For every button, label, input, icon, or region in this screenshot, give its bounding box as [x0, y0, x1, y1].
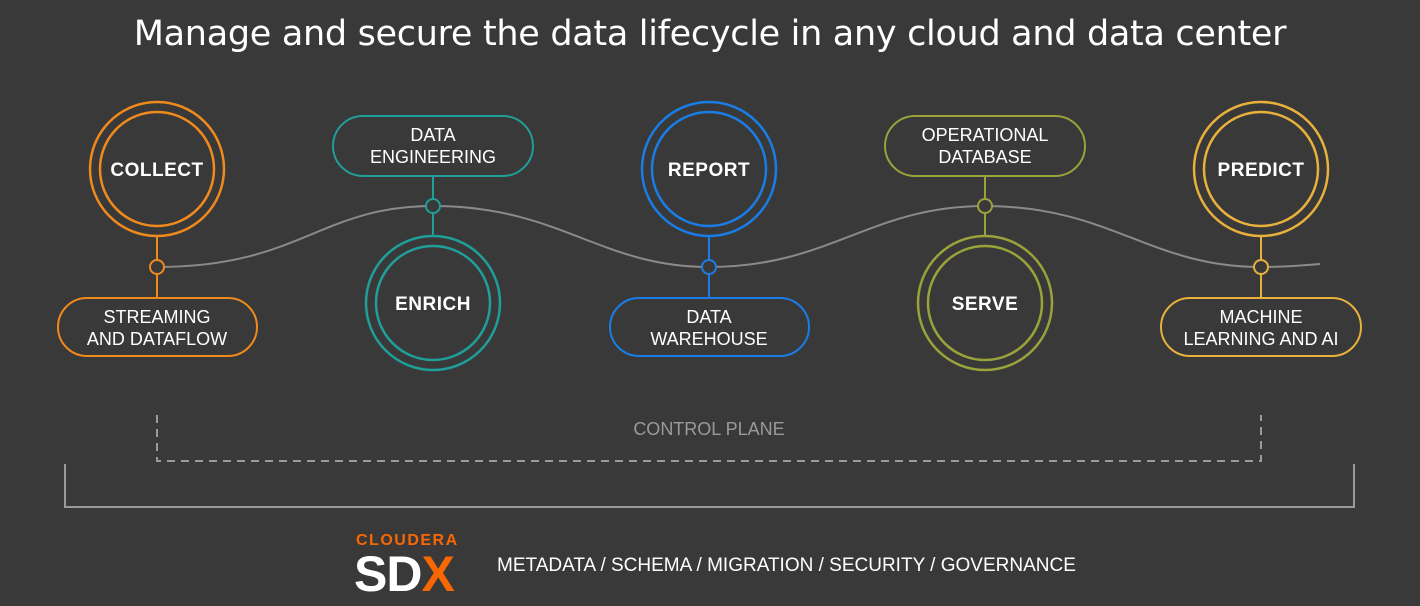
stage-collect: COLLECT STREAMING AND DATAFLOW — [57, 100, 258, 357]
enrich-outer-ring — [364, 234, 502, 372]
report-outer-ring — [640, 100, 778, 238]
collect-node — [149, 259, 165, 275]
collect-inner-ring — [98, 110, 216, 228]
report-pill-line-1: DATA — [686, 307, 731, 327]
sdx-bracket — [64, 464, 1355, 508]
enrich-inner-ring — [374, 244, 492, 362]
serve-pill — [884, 115, 1086, 177]
serve-pill-line-1: OPERATIONAL — [922, 125, 1049, 145]
predict-pill-line-2: LEARNING AND AI — [1183, 329, 1338, 349]
sdx-wordmark-accent: X — [421, 546, 454, 602]
serve-pill-line-2: DATABASE — [938, 147, 1031, 167]
cloudera-sdx-logo: CLOUDERA SDX — [354, 532, 486, 602]
enrich-pill-line-1: DATA — [410, 125, 455, 145]
sdx-services-list: METADATA / SCHEMA / MIGRATION / SECURITY… — [497, 555, 1076, 576]
enrich-pill — [332, 115, 534, 177]
serve-label: SERVE — [952, 294, 1019, 315]
cloudera-brand: CLOUDERA — [356, 532, 459, 549]
predict-outer-ring — [1192, 100, 1330, 238]
predict-pill-line-1: MACHINE — [1219, 307, 1302, 327]
collect-outer-ring — [88, 100, 226, 238]
predict-node — [1253, 259, 1269, 275]
report-node — [701, 259, 717, 275]
serve-node — [977, 198, 993, 214]
collect-label: COLLECT — [110, 160, 203, 181]
collect-pill-line-2: AND DATAFLOW — [87, 329, 227, 349]
collect-pill-line-1: STREAMING — [103, 307, 210, 327]
enrich-label: ENRICH — [395, 294, 471, 315]
lifecycle-wave — [156, 204, 1321, 269]
stage-enrich: DATA ENGINEERING ENRICH — [332, 115, 534, 372]
sdx-wordmark: SDX — [354, 546, 455, 602]
headline: Manage and secure the data lifecycle in … — [133, 14, 1287, 54]
serve-outer-ring — [916, 234, 1054, 372]
control-plane-label: CONTROL PLANE — [633, 419, 784, 439]
predict-label: PREDICT — [1218, 160, 1305, 181]
collect-pill — [57, 297, 258, 357]
report-label: REPORT — [668, 160, 750, 181]
sdx-wordmark-main: SD — [354, 546, 422, 602]
predict-pill — [1160, 297, 1362, 357]
report-inner-ring — [650, 110, 768, 228]
enrich-node — [425, 198, 441, 214]
stage-report: REPORT DATA WAREHOUSE — [609, 100, 810, 357]
enrich-pill-line-2: ENGINEERING — [370, 147, 496, 167]
report-pill — [609, 297, 810, 357]
stage-predict: PREDICT MACHINE LEARNING AND AI — [1160, 100, 1362, 357]
stage-serve: OPERATIONAL DATABASE SERVE — [884, 115, 1086, 372]
report-pill-line-2: WAREHOUSE — [650, 329, 767, 349]
predict-inner-ring — [1202, 110, 1320, 228]
serve-inner-ring — [926, 244, 1044, 362]
